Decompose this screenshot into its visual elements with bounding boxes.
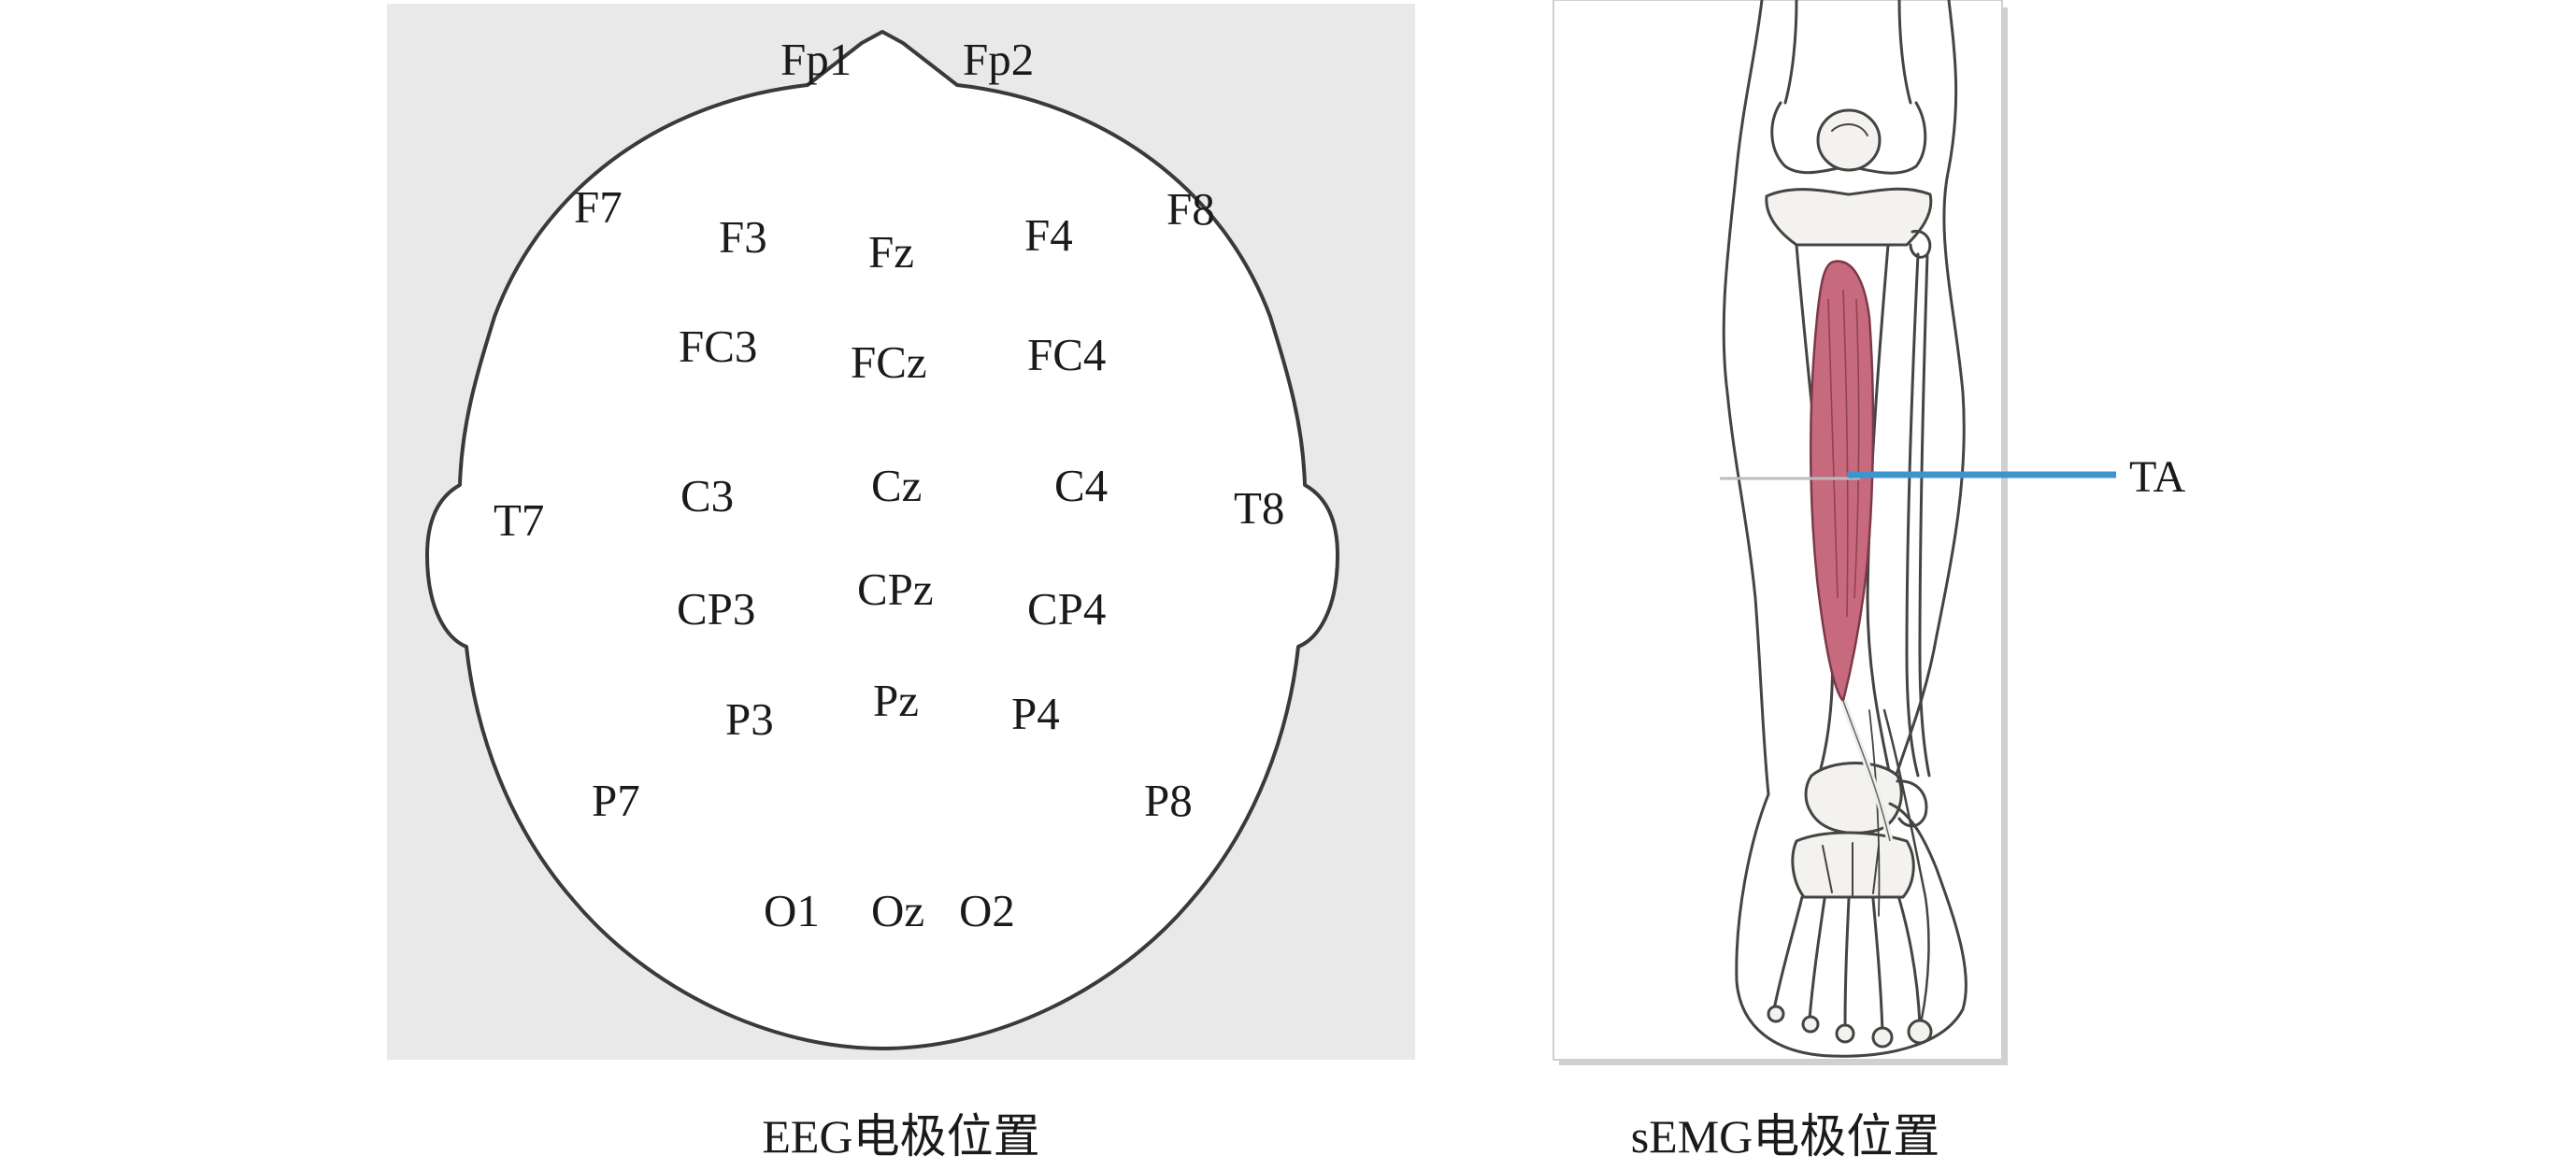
electrode-fcz: FCz — [851, 336, 927, 388]
leg-image-frame — [1553, 0, 2003, 1061]
electrode-cpz: CPz — [857, 564, 934, 615]
electrode-p7: P7 — [592, 775, 640, 826]
electrode-cz: Cz — [871, 460, 922, 511]
electrode-c3: C3 — [680, 470, 734, 521]
electrode-c4: C4 — [1054, 460, 1108, 511]
electrode-t7: T7 — [494, 494, 544, 546]
electrode-cp3: CP3 — [677, 583, 755, 635]
electrode-fp2: Fp2 — [963, 34, 1034, 85]
eeg-caption: EEG电极位置 — [762, 1110, 1040, 1163]
electrode-oz: Oz — [871, 885, 924, 936]
head-outline — [425, 30, 1339, 1050]
electrode-t8: T8 — [1234, 482, 1284, 534]
semg-leg-diagram: TA — [1553, 0, 2185, 1065]
electrode-o1: O1 — [764, 885, 820, 936]
electrode-o2: O2 — [959, 885, 1015, 936]
electrode-f3: F3 — [719, 211, 767, 263]
eeg-head-diagram: Fp1 Fp2 F7 F3 Fz F4 F8 FC3 FCz FC4 T7 C3… — [387, 4, 1415, 1060]
electrode-pz: Pz — [873, 675, 919, 726]
electrode-fp1: Fp1 — [780, 34, 852, 85]
electrode-p8: P8 — [1144, 775, 1193, 826]
electrode-cp4: CP4 — [1027, 583, 1106, 635]
electrode-p3: P3 — [725, 693, 774, 745]
ta-label: TA — [2129, 452, 2185, 502]
electrode-fc3: FC3 — [679, 321, 757, 372]
electrode-fc4: FC4 — [1027, 329, 1106, 380]
leg-drawing — [1722, 0, 1968, 1058]
electrode-f7: F7 — [574, 181, 623, 233]
electrode-f4: F4 — [1024, 209, 1073, 261]
electrode-f8: F8 — [1166, 183, 1215, 235]
semg-caption: sEMG电极位置 — [1630, 1110, 1940, 1163]
tibialis-anterior-muscle — [1809, 260, 1894, 842]
electrode-fz: Fz — [868, 226, 914, 278]
electrode-p4: P4 — [1011, 688, 1060, 739]
